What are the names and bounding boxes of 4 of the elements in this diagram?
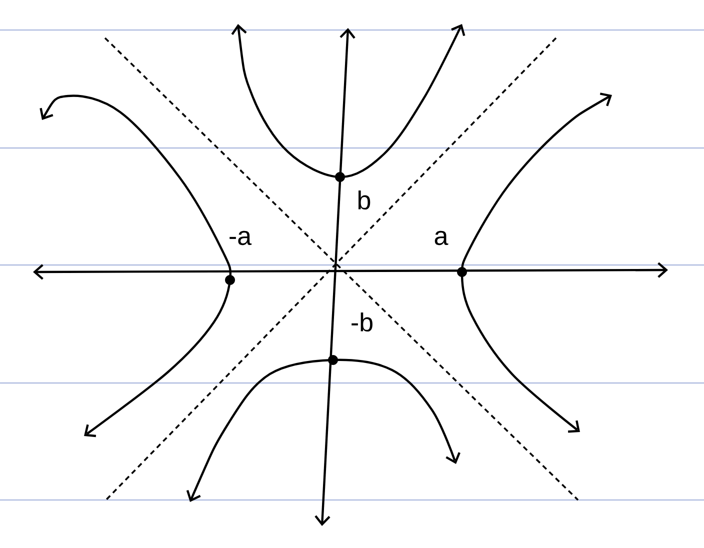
vertex-label: b bbox=[358, 190, 370, 210]
vertex-label: -b bbox=[352, 312, 372, 332]
vertex-label: a bbox=[434, 230, 448, 246]
vertex-label: -a bbox=[230, 230, 252, 246]
